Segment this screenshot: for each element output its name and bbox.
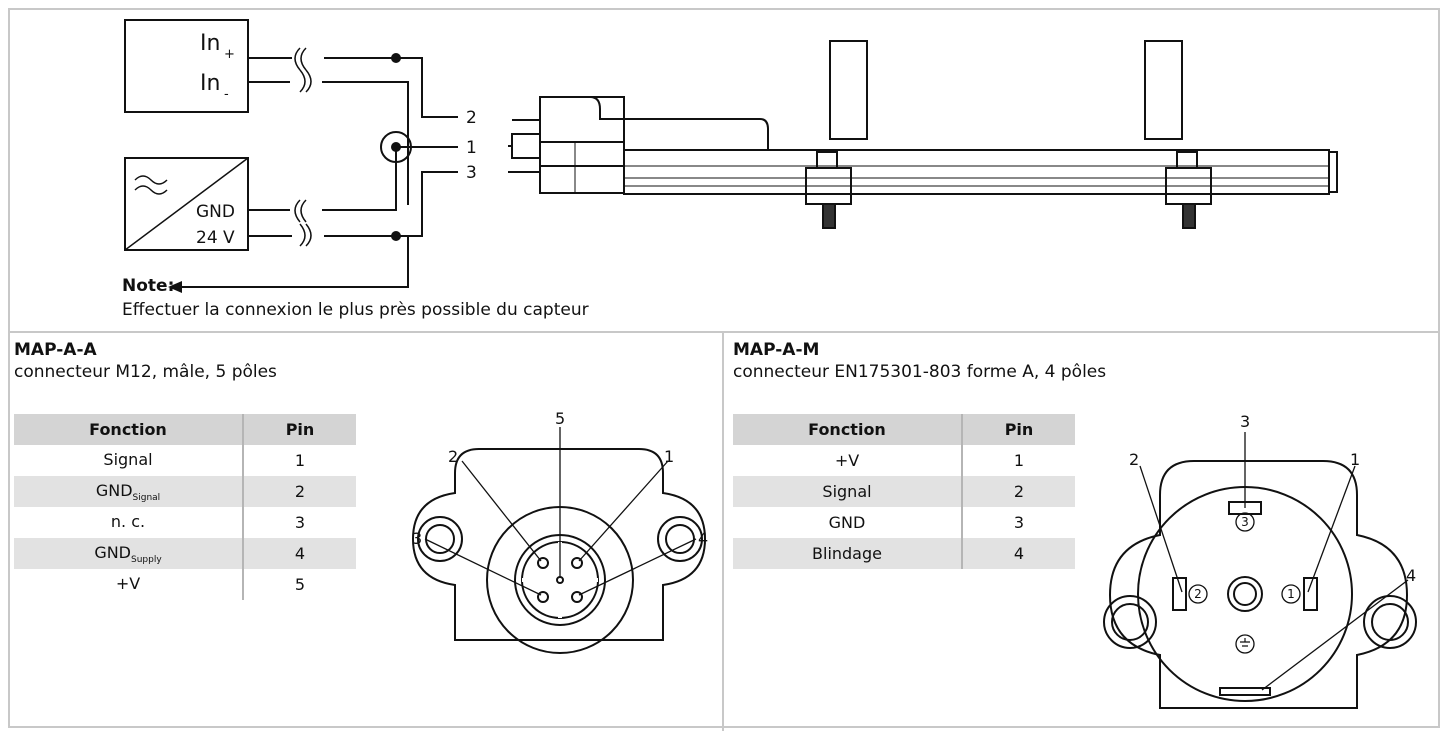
table-row: +V 5 (14, 569, 356, 600)
din-pin-label: 1 (1350, 450, 1360, 469)
m12-pin-label: 5 (555, 409, 565, 428)
pin-cell: 1 (1013, 451, 1025, 470)
header-function: Fonction (14, 414, 244, 445)
table-row: n. c. 3 (14, 507, 356, 538)
label-in-minus-sub: - (224, 87, 229, 102)
table-header-row: Fonction Pin (733, 414, 1075, 445)
pin-cell: 3 (294, 513, 306, 532)
note-arrow (168, 281, 182, 293)
note-text: Effectuer la connexion le plus près poss… (122, 300, 589, 320)
din-pin-mark: 3 (1241, 515, 1249, 529)
table-row: GNDSupply 4 (14, 538, 356, 569)
m12-pin-label: 2 (448, 447, 458, 466)
right-section-title: MAP-A-M (733, 340, 820, 360)
label-gnd: GND (196, 202, 235, 222)
section-divider-horizontal (8, 331, 1440, 333)
junction-dot (391, 231, 401, 241)
header-function: Fonction (733, 414, 963, 445)
table-header-row: Fonction Pin (14, 414, 356, 445)
m12-pin-label: 1 (664, 447, 674, 466)
left-section-subtitle: connecteur M12, mâle, 5 pôles (14, 362, 277, 382)
pin-cell: 2 (962, 476, 1075, 507)
junction-dot (391, 142, 401, 152)
label-in-minus: In (200, 71, 220, 96)
function-cell: Signal (733, 476, 963, 507)
pin-cell: 1 (294, 451, 306, 470)
right-section-subtitle: connecteur EN175301-803 forme A, 4 pôles (733, 362, 1107, 382)
din-pin-mark: 2 (1194, 587, 1202, 601)
junction-dot (391, 53, 401, 63)
label-24v: 24 V (196, 228, 235, 248)
right-pin-table: Fonction Pin +V 1 Signal 2 GND 3 Blindag… (733, 414, 1075, 569)
wire-number: 2 (466, 108, 477, 128)
header-pin: Pin (962, 414, 1075, 445)
table-row: Blindage 4 (733, 538, 1075, 569)
din-pin-label: 2 (1129, 450, 1139, 469)
left-pin-table: Fonction Pin Signal 1 GNDSignal 2 n. c. … (14, 414, 356, 600)
m12-pin-label: 4 (698, 529, 708, 548)
section-divider-vertical (722, 331, 724, 731)
wire-number: 1 (466, 138, 477, 158)
left-section-title: MAP-A-A (14, 340, 97, 360)
function-cell: Signal (14, 445, 244, 476)
power-supply-box (124, 157, 249, 251)
label-in-plus: In (200, 31, 220, 56)
note-title: Note: (122, 276, 175, 296)
pin-cell: 2 (243, 476, 356, 507)
function-cell: +V (14, 569, 244, 600)
label-in-plus-sub: + (224, 47, 235, 62)
table-row: GND 3 (733, 507, 1075, 538)
function-cell: GNDSupply (14, 538, 244, 569)
din-pin-label: 3 (1240, 412, 1250, 431)
m12-pin-label: 3 (412, 529, 422, 548)
pin-cell: 4 (962, 538, 1075, 569)
wire-number: 3 (466, 163, 477, 183)
table-row: GNDSignal 2 (14, 476, 356, 507)
input-box (124, 19, 249, 113)
header-pin: Pin (243, 414, 356, 445)
function-cell: +V (733, 445, 963, 476)
table-row: Signal 2 (733, 476, 1075, 507)
din-pin-label: 4 (1406, 566, 1416, 585)
table-row: +V 1 (733, 445, 1075, 476)
pin-cell: 3 (1013, 513, 1025, 532)
din-pin-mark: 1 (1287, 587, 1295, 601)
function-cell: Blindage (733, 538, 963, 569)
function-cell: GND (733, 507, 963, 538)
function-cell: n. c. (14, 507, 244, 538)
pin-cell: 4 (243, 538, 356, 569)
pin-cell: 5 (294, 575, 306, 594)
table-row: Signal 1 (14, 445, 356, 476)
function-cell: GNDSignal (14, 476, 244, 507)
